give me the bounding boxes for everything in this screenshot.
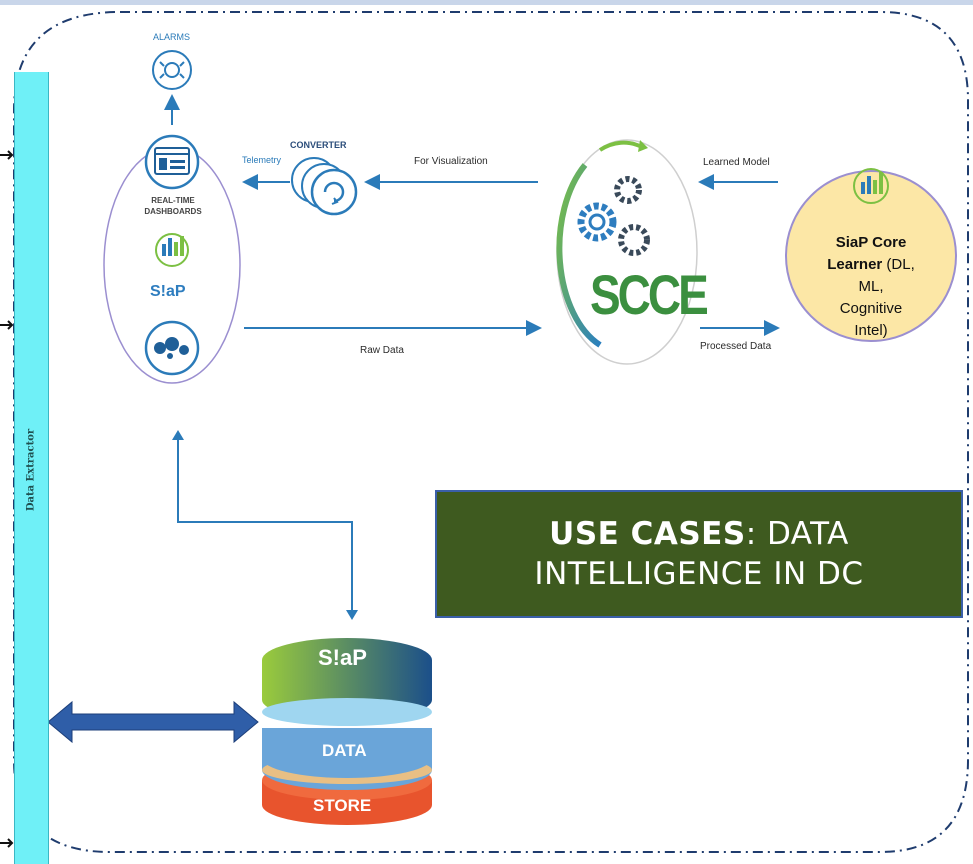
learner-text: SiaP Core Learner (DL, ML, Cognitive Int…	[812, 232, 930, 342]
store-middle-label: DATA	[322, 741, 367, 760]
store-link	[177, 435, 353, 616]
alarms-label: ALARMS	[153, 32, 191, 42]
processed-data-label: Processed Data	[700, 341, 772, 352]
refresh-icon	[291, 157, 358, 216]
telemetry-label: Telemetry	[242, 155, 282, 165]
store-link-bottom-head	[346, 610, 358, 620]
use-case-line2: INTELLIGENCE IN DC	[534, 556, 864, 592]
store-link-top-head	[172, 430, 184, 440]
learned-model-label: Learned Model	[703, 157, 770, 168]
raw-data-label: Raw Data	[360, 345, 404, 356]
dashboards-label-line1: REAL-TIME	[151, 196, 195, 205]
scce-node	[556, 139, 698, 365]
learner-bold: SiaP Core Learner	[827, 234, 907, 273]
data-extractor-label: Data Extractor	[25, 428, 36, 512]
use-case-line1-rest: : DATA	[745, 516, 849, 552]
dashboard-icon	[144, 134, 200, 190]
store-bottom-label: STORE	[313, 796, 372, 815]
outer-boundary	[13, 11, 969, 853]
data-store	[262, 638, 432, 825]
converter-label: CONVERTER	[290, 140, 347, 150]
data-extractor-bar	[14, 72, 49, 864]
left-tick-3	[0, 838, 14, 848]
for-visualization-label: For Visualization	[414, 156, 488, 167]
extractor-store-double-arrow	[47, 700, 259, 744]
gear-icon	[577, 176, 650, 256]
store-top-label: S!aP	[318, 645, 367, 670]
use-case-banner: USE CASES: DATA INTELLIGENCE IN DC	[435, 490, 963, 618]
use-case-bold: USE CASES	[549, 516, 746, 552]
learner-node	[785, 170, 957, 342]
top-border	[0, 0, 973, 5]
growth-chart-icon	[853, 168, 889, 204]
learner-line2: ML,	[858, 278, 884, 295]
scce-label: SCCE	[590, 263, 709, 327]
learner-rest-line1: (DL,	[882, 256, 915, 273]
left-tick-2	[0, 320, 14, 330]
learner-line3: Cognitive	[839, 300, 903, 317]
learner-line4: Intel)	[854, 322, 888, 339]
cluster-icon	[144, 320, 200, 376]
dashboards-label-line2: DASHBOARDS	[144, 207, 202, 216]
siap-logo-text: S!aP	[150, 283, 186, 300]
siap-logo-icon	[155, 233, 189, 267]
alarm-icon	[152, 50, 192, 90]
left-tick-1	[0, 150, 14, 160]
